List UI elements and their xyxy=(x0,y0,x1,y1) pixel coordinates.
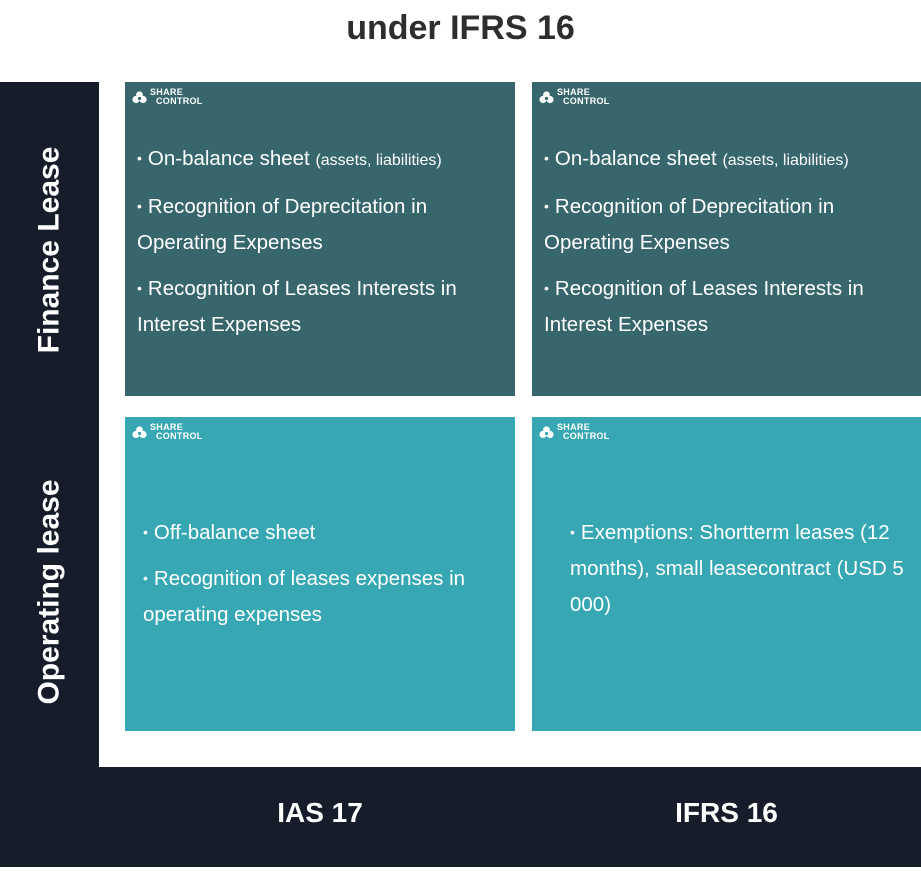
share-control-logo-icon xyxy=(539,90,554,103)
share-control-logo: SHARE CONTROL xyxy=(132,423,203,441)
bullet-dot: • xyxy=(570,524,575,540)
row-axis-frame xyxy=(0,82,99,867)
bullet-dot: • xyxy=(137,198,142,214)
bullet-list: •On-balance sheet (assets, liabilities) … xyxy=(137,140,507,352)
bullet-dot: • xyxy=(544,198,549,214)
cell-finance-ifrs16: SHARE CONTROL • On-balance sheet (assets,… xyxy=(532,82,921,396)
bullet-item: • Off-balance sheet xyxy=(143,514,495,551)
cell-operating-ias17: SHARE CONTROL •Off-balance sheet •Recogn… xyxy=(125,417,515,731)
bullet-dot: • xyxy=(544,150,549,166)
column-label-ifrs16: IFRS 16 xyxy=(675,797,778,828)
logo-text-control: CONTROL xyxy=(156,96,203,106)
bullet-text-small: (assets, liabilities) xyxy=(315,152,442,169)
logo-text-share: SHARE xyxy=(557,87,591,97)
bullet-dot: • xyxy=(137,280,142,296)
column-label-ias17: IAS 17 xyxy=(277,797,363,828)
cell-finance-ias17: SHARE CONTROL • On-balance sheet (assets,… xyxy=(125,82,515,396)
bullet-text: Exemptions: Shortterm leases (12 months)… xyxy=(570,521,904,616)
share-control-logo: SHARE CONTROL xyxy=(539,88,610,106)
bullet-text: On-balance sheet xyxy=(554,147,717,170)
logo-text-share: SHARE xyxy=(150,87,184,97)
bullet-dot: • xyxy=(544,280,549,296)
bullet-list: •Off-balance sheet •Recognition of lease… xyxy=(143,514,495,642)
row-label-operating-lease-text: Operating lease xyxy=(32,479,66,705)
bullet-item: •Recognition of Deprecitation in Operati… xyxy=(137,188,507,261)
share-control-logo-icon xyxy=(132,425,147,438)
bullet-text: Recognition of leases expenses in operat… xyxy=(143,567,466,626)
bullet-item: •Exemptions: Shortterm leases (12 months… xyxy=(570,514,915,623)
bullet-dot: • xyxy=(143,570,148,586)
share-control-logo-icon xyxy=(539,425,554,438)
logo-text-control: CONTROL xyxy=(156,431,203,441)
bullet-item: •Recognition of Leases Interests in Inte… xyxy=(137,270,507,343)
bullet-text: Recognition of Leases Interests in Inter… xyxy=(137,277,457,336)
bullet-list: •On-balance sheet (assets, liabilities) … xyxy=(544,140,914,352)
row-label-finance-lease: Finance Lease xyxy=(0,82,99,417)
bullet-dot: • xyxy=(137,150,142,166)
logo-text-control: CONTROL xyxy=(563,431,610,441)
row-label-finance-lease-text: Finance Lease xyxy=(32,146,66,353)
share-control-logo-icon xyxy=(132,90,147,103)
logo-text-share: SHARE xyxy=(557,422,591,432)
bullet-text: Recognition of Deprecitation in Operatin… xyxy=(544,195,835,254)
share-control-logo: SHARE CONTROL xyxy=(132,88,203,106)
logo-text-control: CONTROL xyxy=(563,96,610,106)
bullet-item: •Recognition of Deprecitation in Operati… xyxy=(544,188,914,261)
bullet-list: •Exemptions: Shortterm leases (12 months… xyxy=(570,514,915,632)
bullet-text: On-balance sheet xyxy=(147,147,310,170)
bullet-dot: • xyxy=(143,524,148,540)
bullet-text: Off-balance sheet xyxy=(153,521,316,544)
logo-text-share: SHARE xyxy=(150,422,184,432)
bullet-text-small: (assets, liabilities) xyxy=(722,152,849,169)
bullet-item: •Recognition of Leases Interests in Inte… xyxy=(544,270,914,343)
page-title: under IFRS 16 xyxy=(346,9,575,47)
column-axis-frame xyxy=(0,767,921,867)
bullet-item: • On-balance sheet (assets, liabilities) xyxy=(137,140,507,179)
bullet-text: Recognition of Deprecitation in Operatin… xyxy=(137,195,428,254)
bullet-text: Recognition of Leases Interests in Inter… xyxy=(544,277,864,336)
bullet-item: • On-balance sheet (assets, liabilities) xyxy=(544,140,914,179)
bullet-item: •Recognition of leases expenses in opera… xyxy=(143,560,495,633)
cell-operating-ifrs16: SHARE CONTROL •Exemptions: Shortterm lea… xyxy=(532,417,921,731)
share-control-logo: SHARE CONTROL xyxy=(539,423,610,441)
row-label-operating-lease: Operating lease xyxy=(0,417,99,767)
